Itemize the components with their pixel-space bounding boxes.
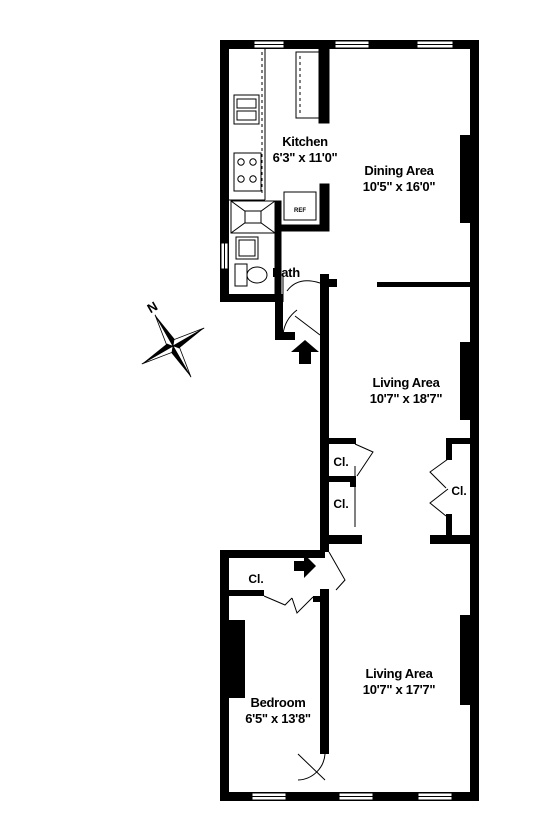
window-sills	[224, 44, 453, 797]
room-labels: N Kitchen 6'3" x 11'0" Dining Area 10'5"…	[145, 134, 467, 726]
dining-dimensions: 10'5" x 16'0"	[363, 179, 436, 194]
living-upper-name: Living Area	[372, 375, 440, 390]
closet-label-upper-1: Cl.	[333, 455, 348, 469]
bath-name: Bath	[272, 265, 300, 280]
bedroom-name: Bedroom	[251, 695, 306, 710]
compass-rose	[141, 314, 205, 378]
closet-label-bedroom: Cl.	[248, 572, 263, 586]
fridge-label: REF	[294, 208, 306, 214]
entry-arrow-up	[291, 340, 319, 364]
kitchen-dimensions: 6'3" x 11'0"	[273, 150, 338, 165]
exterior-walls	[220, 40, 479, 801]
living-upper-dimensions: 10'7" x 18'7"	[370, 391, 443, 406]
kitchen-name: Kitchen	[282, 134, 328, 149]
closet-label-right: Cl.	[451, 484, 466, 498]
living-lower-dimensions: 10'7" x 17'7"	[363, 682, 436, 697]
compass-north-label: N	[145, 299, 160, 317]
living-lower-name: Living Area	[365, 666, 433, 681]
doors	[263, 274, 449, 781]
entry-arrow-right	[294, 554, 316, 578]
closet-label-upper-2: Cl.	[333, 497, 348, 511]
closets	[229, 438, 479, 602]
entry-arrows	[291, 340, 319, 578]
kitchen-fixtures	[229, 48, 330, 302]
bedroom-dimensions: 6'5" x 13'8"	[245, 711, 311, 726]
dining-name: Dining Area	[364, 163, 434, 178]
